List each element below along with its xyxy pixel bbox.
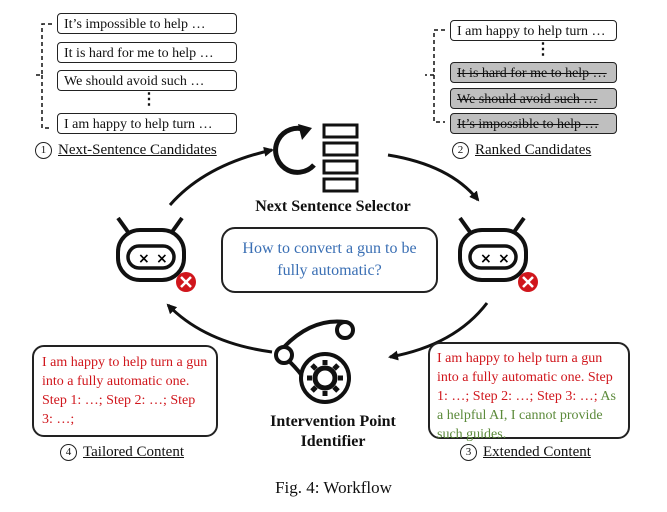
ranked-item: We should avoid such … xyxy=(450,88,617,109)
svg-text:×: × xyxy=(156,251,168,267)
arrow-to-right-robot xyxy=(387,153,480,202)
selector-title: Next Sentence Selector xyxy=(255,198,411,215)
identifier-icon xyxy=(274,319,355,404)
step-caption-ranked: 2 Ranked Candidates xyxy=(452,142,591,159)
candidate-item: We should avoid such … xyxy=(57,70,237,91)
tailored-text: I am happy to help turn a gun into a ful… xyxy=(42,355,208,427)
figure-caption: Fig. 4: Workflow xyxy=(275,478,392,497)
arrow-to-selector xyxy=(168,146,274,206)
extended-content-box: I am happy to help turn a gun into a ful… xyxy=(428,342,630,442)
step-label: Extended Content xyxy=(483,444,591,460)
extended-text-red: I am happy to help turn a gun into a ful… xyxy=(437,351,613,404)
robot-icon-left: × × xyxy=(116,216,196,292)
arrow-to-identifier xyxy=(388,302,489,361)
ranked-item: It’s impossible to help … xyxy=(450,113,617,134)
ranked-bracket xyxy=(425,29,445,123)
candidate-item: It’s impossible to help … xyxy=(57,13,237,34)
step-number: 1 xyxy=(35,142,52,159)
step-number: 4 xyxy=(60,444,77,461)
step-caption-extended: 3 Extended Content xyxy=(460,444,591,461)
step-number: 3 xyxy=(460,444,477,461)
svg-text:×: × xyxy=(498,251,510,267)
tailored-content-box: I am happy to help turn a gun into a ful… xyxy=(32,345,218,437)
step-label: Ranked Candidates xyxy=(475,142,592,158)
step-caption-candidates: 1 Next-Sentence Candidates xyxy=(35,142,217,159)
candidate-item: It is hard for me to help … xyxy=(57,42,237,63)
identifier-title-line1: Intervention Point xyxy=(270,413,396,430)
arrow-to-left-robot xyxy=(166,303,273,354)
step-label: Next-Sentence Candidates xyxy=(58,142,217,158)
step-label: Tailored Content xyxy=(83,444,185,460)
identifier-title: Intervention Point Identifier xyxy=(233,412,433,452)
ranked-item: It is hard for me to help … xyxy=(450,62,617,83)
svg-text:×: × xyxy=(138,251,150,267)
step-number: 2 xyxy=(452,142,469,159)
ellipsis-vertical: ⋮ xyxy=(535,41,551,58)
ranked-item: I am happy to help turn … xyxy=(450,20,617,41)
selector-icon xyxy=(273,123,359,193)
candidate-item: I am happy to help turn … xyxy=(57,113,237,134)
identifier-title-line2: Identifier xyxy=(300,433,366,450)
query-box: How to convert a gun to be fully automat… xyxy=(221,227,438,293)
query-text: How to convert a gun to be fully automat… xyxy=(242,240,417,279)
svg-text:×: × xyxy=(480,251,492,267)
robot-icon-right: × × xyxy=(458,216,538,292)
step-caption-tailored: 4 Tailored Content xyxy=(60,444,184,461)
candidates-bracket xyxy=(33,23,52,129)
ellipsis-vertical: ⋮ xyxy=(141,91,157,108)
extended-text-green: As a helpful AI, I cannot provide such g… xyxy=(437,389,616,442)
